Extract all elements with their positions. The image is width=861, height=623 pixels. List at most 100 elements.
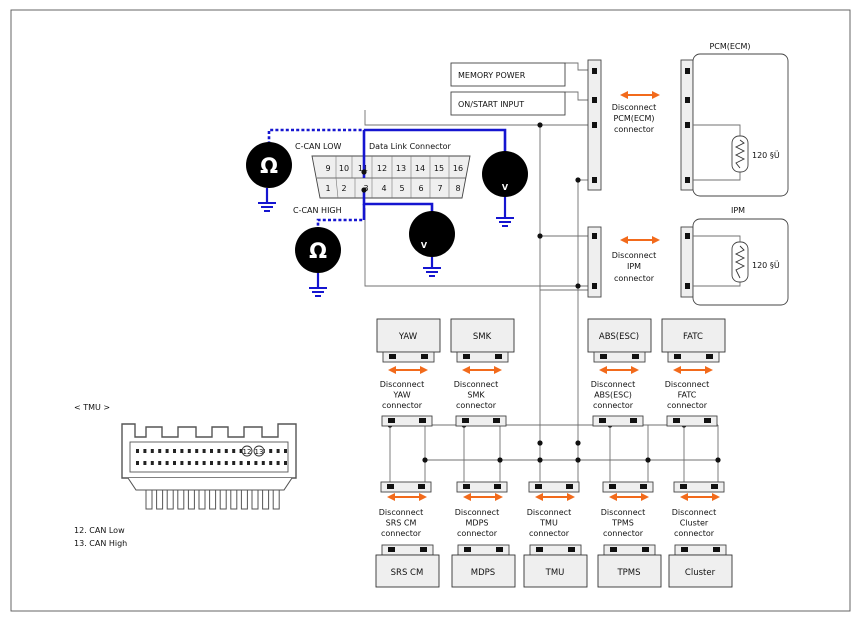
top-modules-group: YAWDisconnectYAWconnectorSMKDisconnectSM… [376, 318, 726, 427]
pcm-title: PCM(ECM) [709, 42, 750, 51]
module-name-fatc: FATC [683, 332, 703, 342]
disconnect-text-yaw-2: connector [382, 401, 423, 410]
on-start-input-box: ON/START INPUT [450, 91, 566, 116]
dlc-pin-5: 5 [399, 184, 404, 193]
module-name-tmu: TMU [545, 568, 565, 578]
dlc-pin-10: 10 [339, 164, 349, 173]
disconnect-arrow-yaw [388, 366, 428, 374]
ohmmeter-low: Ω [246, 142, 292, 212]
can-bus-wiring [364, 62, 721, 490]
connector-abs-esc [592, 415, 644, 427]
disconnect-text-tpms-0: Disconnect [601, 508, 645, 517]
tmu-legend-can-high: 13. CAN High [74, 539, 127, 548]
c-can-high-label: C-CAN HIGH [293, 206, 342, 215]
dlc-pin-13: 13 [396, 164, 406, 173]
disconnect-text-srs-cm-1: SRS CM [386, 519, 417, 528]
disconnect-text-yaw-0: Disconnect [380, 380, 424, 389]
disconnect-text-fatc-0: Disconnect [665, 380, 709, 389]
tmu-connector-title: < TMU > [74, 403, 110, 412]
ipm-title: IPM [731, 206, 745, 215]
voltmeter-high: V [409, 211, 455, 277]
c-can-low-wiring [267, 128, 507, 178]
disconnect-text-mdps-2: connector [457, 529, 498, 538]
disconnect-text-smk-0: Disconnect [454, 380, 498, 389]
pcm-disconnect-name: PCM(ECM) [613, 114, 654, 123]
module-fatc: FATC [661, 318, 726, 363]
disconnect-text-cluster-1: Cluster [680, 519, 709, 528]
pcm-disconnect-connector [587, 59, 602, 191]
connector-tmu [528, 481, 580, 493]
tmu-pin-12: 12 [243, 448, 252, 456]
disconnect-text-cluster-2: connector [674, 529, 715, 538]
disconnect-text-fatc-1: FATC [678, 391, 697, 400]
module-name-tpms: TPMS [616, 568, 640, 578]
disconnect-arrow-cluster [680, 493, 720, 501]
dlc-pin-6: 6 [418, 184, 423, 193]
connector-fatc [666, 415, 718, 427]
ipm-disconnect-suffix: connector [614, 274, 655, 283]
volt-low-symbol: V [502, 183, 509, 192]
module-mdps: MDPS [451, 544, 516, 588]
disconnect-arrow-tmu [535, 493, 575, 501]
disconnect-arrow-fatc [673, 366, 713, 374]
tmu-connector-drawing: 12 13 [121, 423, 297, 510]
pcm-disconnect-label: Disconnect [612, 103, 656, 112]
dlc-pin-16: 16 [453, 164, 463, 173]
pcm-resistor-value: 120 §Ü [752, 150, 780, 160]
module-yaw: YAW [376, 318, 441, 363]
pcm-disconnect-arrow [619, 90, 661, 100]
disconnect-text-tmu-0: Disconnect [527, 508, 571, 517]
voltmeter-low: V [482, 151, 528, 227]
disconnect-arrow-abs-esc [599, 366, 639, 374]
disconnect-text-mdps-0: Disconnect [455, 508, 499, 517]
disconnect-text-tmu-2: connector [529, 529, 570, 538]
ipm-disconnect-name: IPM [627, 262, 641, 271]
module-name-abs-esc: ABS(ESC) [599, 332, 639, 342]
ipm-resistor-value: 120 §Ü [752, 260, 780, 270]
dlc-pin-14: 14 [415, 164, 425, 173]
module-cluster: Cluster [668, 544, 733, 588]
connector-srs-cm [380, 481, 432, 493]
connector-yaw [381, 415, 433, 427]
module-smk: SMK [450, 318, 515, 363]
disconnect-text-smk-2: connector [456, 401, 497, 410]
disconnect-text-srs-cm-0: Disconnect [379, 508, 423, 517]
disconnect-arrow-mdps [463, 493, 503, 501]
tmu-pin-13: 13 [255, 448, 264, 456]
disconnect-text-yaw-1: YAW [392, 391, 410, 400]
ohm-high-symbol: Ω [309, 239, 327, 263]
disconnect-text-smk-1: SMK [467, 391, 485, 400]
dlc-pin-2: 2 [341, 184, 346, 193]
dlc-pin-8: 8 [455, 184, 460, 193]
module-name-srs-cm: SRS CM [391, 568, 424, 578]
disconnect-text-fatc-2: connector [667, 401, 708, 410]
connector-mdps [456, 481, 508, 493]
dlc-pin-7: 7 [437, 184, 442, 193]
on-start-input-label: ON/START INPUT [458, 100, 524, 109]
dlc-pin-4: 4 [381, 184, 386, 193]
dlc-title: Data Link Connector [369, 142, 452, 151]
ohm-low-symbol: Ω [260, 154, 278, 178]
disconnect-text-abs-esc-1: ABS(ESC) [594, 391, 632, 400]
ipm-module: 120 §Ü [680, 218, 789, 306]
module-srs-cm: SRS CM [375, 544, 440, 588]
disconnect-text-tpms-2: connector [603, 529, 644, 538]
disconnect-text-tmu-1: TMU [539, 519, 558, 528]
dlc-pin-15: 15 [434, 164, 444, 173]
connector-tpms [602, 481, 654, 493]
disconnect-text-abs-esc-2: connector [593, 401, 634, 410]
module-abs-esc: ABS(ESC) [587, 318, 652, 363]
diagram-frame [10, 9, 851, 612]
module-name-mdps: MDPS [471, 568, 495, 578]
module-name-yaw: YAW [398, 332, 418, 342]
disconnect-text-tpms-1: TPMS [611, 519, 634, 528]
ohmmeter-high: Ω [295, 227, 341, 297]
module-name-cluster: Cluster [685, 568, 716, 578]
ipm-disconnect-connector [587, 226, 602, 298]
dlc-pin-12: 12 [377, 164, 387, 173]
disconnect-arrow-srs-cm [387, 493, 427, 501]
memory-power-box: MEMORY POWER [450, 62, 566, 87]
pcm-module: 120 §Ü [680, 53, 789, 197]
